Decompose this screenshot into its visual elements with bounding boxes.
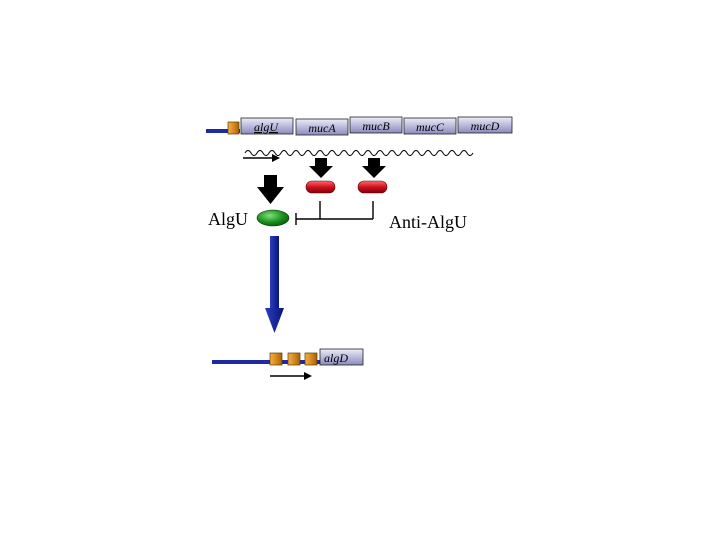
transcription-start-arrow-top xyxy=(243,154,280,162)
gene-label: algD xyxy=(324,351,348,365)
translation-arrow-mucb xyxy=(362,158,386,178)
anti-algu-protein-muca xyxy=(305,180,336,194)
gene-label: algU xyxy=(254,120,279,134)
gene-algU: algU xyxy=(240,117,294,135)
anti-algu-label: Anti-AlgU xyxy=(389,212,467,232)
translation-arrow-algu xyxy=(257,175,284,204)
transcription-start-arrow-bottom xyxy=(270,372,312,380)
promoter-box-2 xyxy=(287,352,301,366)
operon: algU mucA mucB mucC mucD xyxy=(206,116,513,136)
gene-mucA: mucA xyxy=(295,118,349,136)
promoter-box-top xyxy=(227,121,240,135)
gene-label: mucB xyxy=(362,119,390,133)
translation-arrow-muca xyxy=(309,158,333,178)
activation-arrow xyxy=(265,236,284,333)
gene-mucD: mucD xyxy=(457,116,513,134)
anti-algu-protein-mucb xyxy=(357,180,388,194)
mrna-transcript xyxy=(244,150,474,156)
target-locus: algD xyxy=(212,348,364,366)
algu-protein xyxy=(256,209,290,227)
gene-mucB: mucB xyxy=(349,116,403,134)
gene-mucC: mucC xyxy=(403,117,457,135)
gene-label: mucD xyxy=(471,119,500,133)
gene-label: mucC xyxy=(416,120,445,134)
gene-label: mucA xyxy=(308,121,336,135)
inhibition-bracket xyxy=(295,201,374,225)
promoter-box-1 xyxy=(269,352,283,366)
promoter-box-3 xyxy=(304,352,318,366)
algu-label: AlgU xyxy=(208,209,248,229)
gene-algD: algD xyxy=(319,348,364,366)
